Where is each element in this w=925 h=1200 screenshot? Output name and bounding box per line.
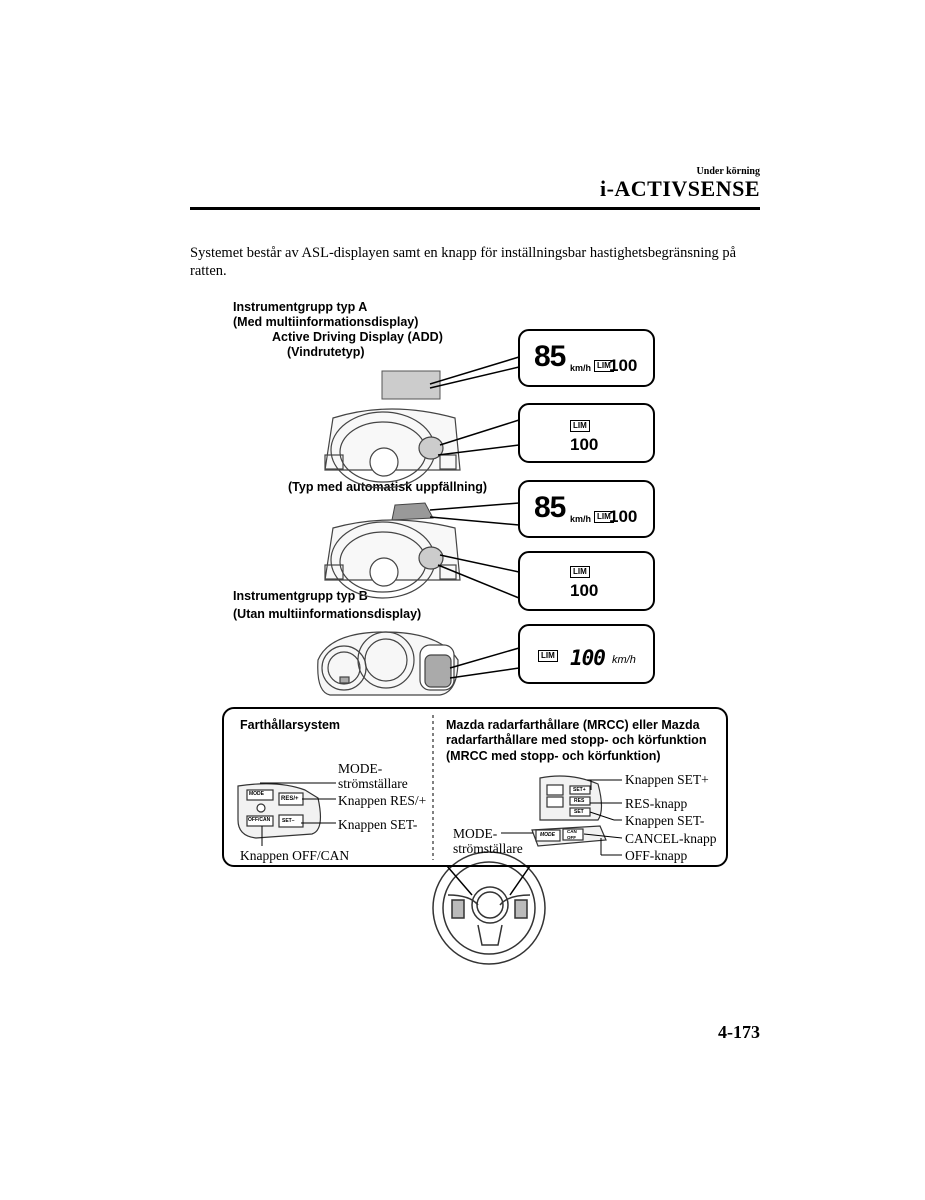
add-windshield-area: [381, 370, 441, 400]
label-popup: (Typ med automatisk uppfällning): [288, 480, 488, 494]
limit-value: 100: [570, 435, 599, 454]
btn-off-text: OFF: [567, 835, 576, 840]
right-cancel-label: CANCEL-knapp: [625, 831, 717, 846]
btn-can-text: CAN: [567, 829, 577, 834]
speed-value: 85: [534, 491, 566, 524]
right-panel-title-1: Mazda radarfarthållare (MRCC) eller Mazd…: [446, 718, 700, 732]
right-setminus-label: Knappen SET-: [625, 813, 705, 828]
label-windshield: (Vindrutetyp): [287, 345, 365, 359]
cruise-switch-left-icon: [237, 783, 322, 839]
limit-value: 100: [609, 507, 638, 526]
intro-paragraph: Systemet består av ASL-displayen samt en…: [190, 245, 737, 279]
btn-mode-r-text: MODE: [540, 832, 555, 838]
label-cluster-b: Instrumentgrupp typ B: [233, 589, 368, 603]
title-rule: [190, 207, 760, 210]
left-mode-label-1: MODE-: [338, 761, 383, 776]
right-panel-title-3: (MRCC med stopp- och körfunktion): [446, 749, 661, 763]
left-offcan-label: Knappen OFF/CAN: [240, 848, 350, 863]
btn-setminus-text: SET: [574, 809, 584, 815]
right-res-label: RES-knapp: [625, 796, 688, 811]
switch-callout-panel: [222, 707, 728, 867]
btn-set-text: SET−: [282, 818, 295, 824]
left-mode-label-2: strömställare: [338, 776, 408, 791]
btn-res-r-text: RES: [574, 798, 585, 804]
btn-setplus-text: SET+: [573, 787, 586, 793]
display-add-speed: 85 km/h LIM 100: [518, 329, 655, 387]
right-off-label: OFF-knapp: [625, 848, 688, 863]
display-popup-speed: 85 km/h LIM 100: [518, 480, 655, 538]
label-with-multi: (Med multiinformationsdisplay): [233, 315, 419, 329]
display-popup-limit: LIM 100: [518, 551, 655, 611]
left-res-label: Knappen RES/+: [338, 793, 427, 808]
right-mode-label-1: MODE-: [453, 826, 498, 841]
label-add: Active Driving Display (ADD): [272, 330, 443, 344]
label-without-multi: (Utan multiinformationsdisplay): [233, 607, 422, 621]
speed-unit: km/h: [570, 363, 592, 373]
page-number: 4-173: [718, 1022, 760, 1042]
cluster-type-b-icon: [317, 631, 459, 696]
cruise-switch-right-icon: [531, 775, 607, 847]
btn-offcan-text: OFF/CAN: [248, 817, 271, 823]
section-header: Under körning: [696, 166, 760, 177]
b-unit: km/h: [612, 654, 636, 666]
steering-wheel-icon: [432, 851, 546, 965]
right-panel-title-2: radarfarthållare med stopp- och körfunkt…: [446, 733, 707, 747]
display-mid-limit: LIM 100: [518, 403, 655, 463]
lim-badge: LIM: [594, 360, 614, 372]
limit-value: 100: [570, 581, 599, 600]
lim-badge: LIM: [570, 566, 590, 578]
btn-mode-text: MODE: [249, 791, 264, 797]
left-panel-title: Farthållarsystem: [240, 718, 341, 732]
lim-badge: LIM: [594, 511, 614, 523]
lim-badge: LIM: [570, 420, 590, 432]
lim-badge: LIM: [538, 650, 558, 662]
dashboard-popup-icon: [324, 519, 461, 599]
dashboard-type-a-icon: [324, 408, 461, 489]
page-title: i-ACTIVSENSE: [599, 176, 760, 201]
b-limit-value: 100: [570, 646, 606, 670]
speed-value: 85: [534, 340, 566, 373]
right-mode-label-2: strömställare: [453, 841, 523, 856]
right-setplus-label: Knappen SET+: [625, 772, 709, 787]
speed-unit: km/h: [570, 514, 592, 524]
label-cluster-a: Instrumentgrupp typ A: [233, 300, 368, 314]
limit-value: 100: [609, 356, 638, 375]
left-set-label: Knappen SET-: [338, 817, 418, 832]
btn-res-text: RES/+: [281, 796, 299, 802]
display-type-b: LIM 100 km/h: [518, 624, 655, 684]
